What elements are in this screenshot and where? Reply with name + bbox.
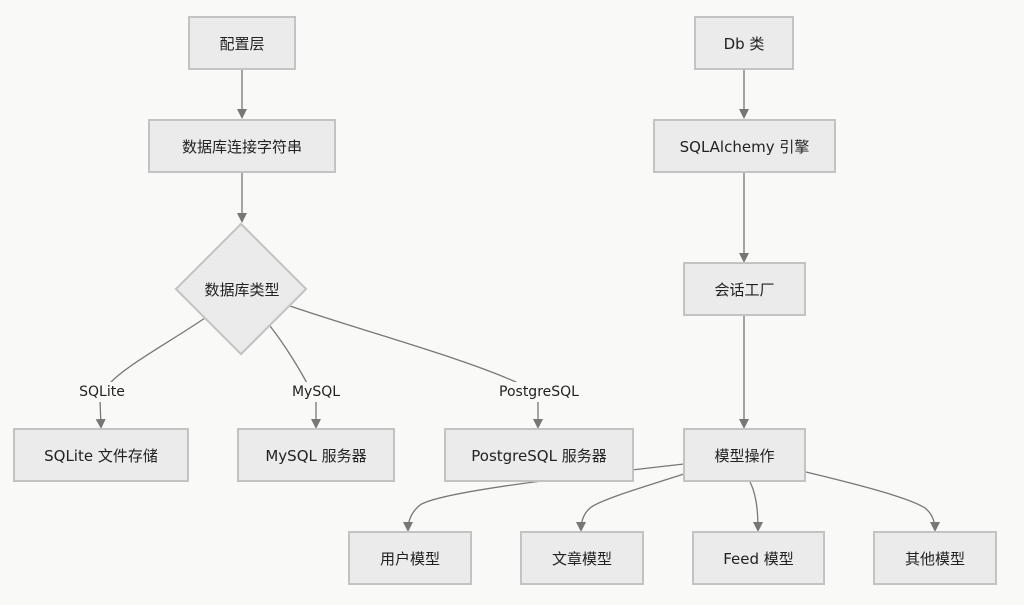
node-model-operations: 模型操作 [683, 428, 806, 482]
edge-label-postgresql: PostgreSQL [496, 382, 582, 402]
edge-db-type-to-sqlite [100, 317, 206, 427]
node-config-layer: 配置层 [188, 16, 296, 70]
node-sqlalchemy-engine: SQLAlchemy 引擎 [653, 119, 836, 173]
node-db-type-label: 数据库类型 [204, 280, 280, 299]
edge-model-ops-to-other-model [805, 471, 940, 532]
edge-model-ops-to-article-model [576, 473, 685, 532]
node-sqlite-storage: SQLite 文件存储 [13, 428, 189, 482]
node-db-class: Db 类 [694, 16, 794, 70]
edge-model-ops-to-feed-model [749, 481, 763, 532]
edge-label-mysql: MySQL [289, 382, 343, 402]
node-user-model: 用户模型 [348, 531, 472, 585]
node-mysql-server: MySQL 服务器 [237, 428, 395, 482]
node-connection-string: 数据库连接字符串 [148, 119, 336, 173]
node-feed-model: Feed 模型 [692, 531, 825, 585]
edge-label-sqlite: SQLite [74, 382, 130, 402]
node-article-model: 文章模型 [520, 531, 644, 585]
edge-db-type-to-mysql [269, 325, 316, 427]
node-postgresql-server: PostgreSQL 服务器 [444, 428, 634, 482]
edge-db-type-to-postgresql [289, 305, 538, 427]
node-session-factory: 会话工厂 [683, 262, 806, 316]
node-other-model: 其他模型 [873, 531, 997, 585]
